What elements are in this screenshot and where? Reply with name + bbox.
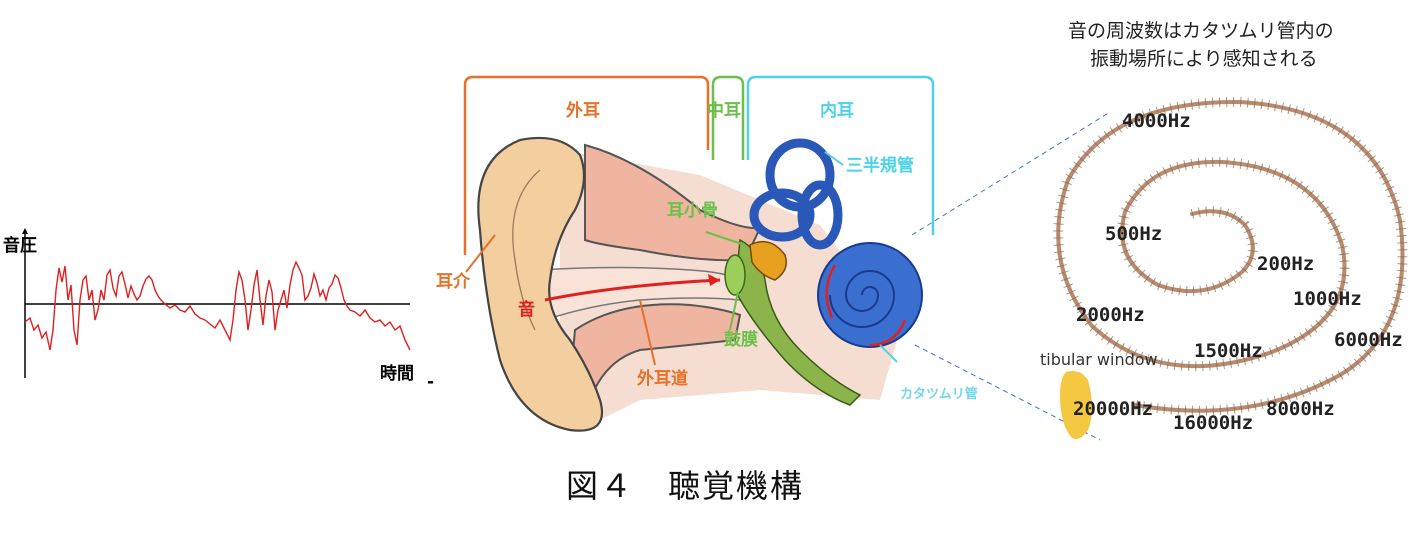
cochlea-arrow-1 bbox=[825, 264, 837, 319]
outer-ear-title: 外耳 bbox=[566, 101, 600, 121]
cochlea-label: カタツムリ管 bbox=[900, 387, 978, 402]
cochlea-note-line1: 音の周波数はカタツムリ管内の bbox=[1068, 20, 1334, 42]
freq-label-16000: 16000Hz bbox=[1173, 412, 1254, 434]
freq-label-500: 500Hz bbox=[1105, 223, 1163, 245]
cochlea-leader bbox=[879, 344, 898, 363]
freq-label-2000: 2000Hz bbox=[1076, 304, 1145, 326]
freq-label-8000: 8000Hz bbox=[1266, 398, 1335, 420]
canals-leader bbox=[824, 151, 844, 166]
semicircular-canals-label: 三半規管 bbox=[846, 156, 914, 176]
freq-label-1500: 1500Hz bbox=[1194, 340, 1263, 362]
figure-caption: 図４ 聴覚機構 bbox=[566, 467, 805, 505]
frequency-spiral bbox=[1053, 96, 1408, 439]
waveform-x-arrow: - bbox=[427, 372, 435, 392]
eardrum-leader bbox=[729, 291, 739, 331]
middle-ear-bracket bbox=[711, 75, 745, 160]
ear-canal-label: 外耳道 bbox=[637, 369, 688, 389]
section-brackets bbox=[463, 75, 935, 255]
ossicles-leader bbox=[705, 231, 746, 246]
freq-label-200: 200Hz bbox=[1257, 253, 1315, 275]
inner-ear-bracket bbox=[746, 75, 935, 235]
inner-ear-title: 内耳 bbox=[820, 101, 854, 121]
waveform-line bbox=[24, 260, 411, 351]
spiral-ticks bbox=[1053, 96, 1408, 416]
lower-bone bbox=[568, 303, 742, 402]
auricle-label: 耳介 bbox=[436, 272, 470, 292]
eardrum-shape bbox=[724, 254, 746, 296]
freq-label-4000: 4000Hz bbox=[1122, 110, 1191, 132]
cochlea-note-line2: 振動場所により感知される bbox=[1090, 48, 1318, 70]
auricle-shape bbox=[477, 136, 604, 432]
window-label: tibular window bbox=[1040, 350, 1158, 369]
waveform-plot bbox=[22, 228, 411, 378]
freq-label-20000: 20000Hz bbox=[1073, 398, 1154, 420]
cochlea-spiral-line bbox=[829, 270, 896, 328]
auricle-leader bbox=[465, 234, 496, 273]
sound-arrow bbox=[544, 278, 721, 302]
sound-arrow-head bbox=[708, 274, 720, 286]
ossicles-label: 耳小骨 bbox=[667, 201, 718, 221]
cochlea-shape bbox=[817, 242, 923, 348]
freq-label-6000: 6000Hz bbox=[1334, 331, 1403, 350]
outer-ear-bracket bbox=[463, 75, 710, 255]
ossicles-shape bbox=[749, 240, 787, 281]
window-shape bbox=[1060, 371, 1092, 439]
waveform-y-arrow bbox=[22, 228, 28, 234]
ear-canal-leader bbox=[639, 299, 656, 366]
ear-illustration bbox=[465, 136, 923, 432]
middle-ear-title: 中耳 bbox=[707, 101, 741, 121]
freq-label-1000: 1000Hz bbox=[1293, 288, 1362, 310]
waveform-y-label: 音圧 bbox=[3, 236, 37, 256]
auricle-fold bbox=[512, 169, 541, 331]
cochlea-arrow-2 bbox=[869, 319, 907, 347]
sound-label: 音 bbox=[518, 300, 535, 320]
eustachian-tube bbox=[734, 238, 862, 406]
semicircular-canals-shape bbox=[749, 138, 843, 250]
eardrum-label: 鼓膜 bbox=[724, 330, 758, 350]
waveform-x-label: 時間 bbox=[380, 364, 414, 384]
connector-top bbox=[911, 111, 1111, 236]
